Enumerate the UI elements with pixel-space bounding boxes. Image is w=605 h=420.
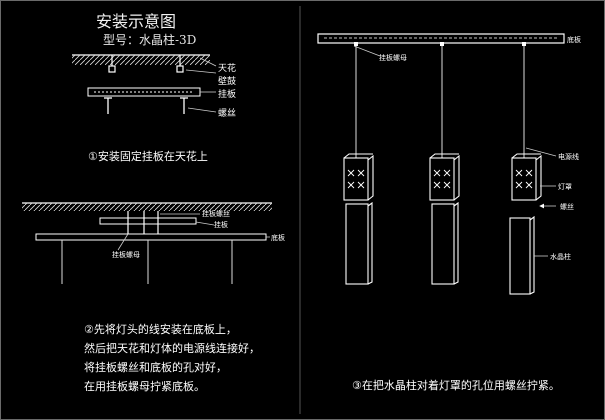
step2-pendant-cords xyxy=(61,240,233,284)
step2-caption-line: ②先将灯头的线安装在底板上， xyxy=(84,323,237,336)
step1-mount-plate xyxy=(87,87,201,97)
step2-ceiling xyxy=(22,202,272,211)
step3-caption: ③在把水晶柱对着灯罩的孔位用螺丝拧紧。 xyxy=(352,379,560,392)
step1-screws xyxy=(104,97,188,114)
step2-mount-plate xyxy=(99,217,197,225)
step1-caption: ①安装固定挂板在天花上 xyxy=(88,150,208,163)
step2-plate-screws xyxy=(127,211,159,234)
model-subtitle: 型号：水晶柱-3D xyxy=(103,33,197,47)
label-wall-anchor: 壁鼓 xyxy=(218,77,237,87)
step2-caption-line: 将挂板螺丝和底板的孔对好， xyxy=(84,361,227,374)
crystal-pillar xyxy=(509,215,535,295)
label-base-plate-2: 底板 xyxy=(271,234,285,242)
lamp-3-shade xyxy=(511,153,542,201)
step1-leaders xyxy=(185,57,217,113)
step2-leaders xyxy=(117,213,270,251)
diagram-title: 安装示意图 xyxy=(96,12,177,31)
label-plate-nut-2: 挂板螺母 xyxy=(112,251,140,259)
label-shade: 灯罩 xyxy=(558,183,572,191)
label-power-cord: 电源线 xyxy=(558,153,579,161)
label-screw-1: 螺丝 xyxy=(218,109,237,119)
label-plate-screw: 挂板螺丝 xyxy=(202,210,230,218)
label-mount-plate-1: 挂板 xyxy=(218,90,237,100)
label-screw-3: 螺丝 xyxy=(560,203,574,211)
lamp-1 xyxy=(343,153,374,285)
step2-caption-line: 在用挂板螺母拧紧底板。 xyxy=(84,380,205,393)
step1-wall-anchors xyxy=(108,55,184,73)
step2-caption-line: 然后把天花和灯体的电源线连接好， xyxy=(84,342,260,355)
step3-base-plate xyxy=(317,33,565,44)
step2-base-plate xyxy=(35,233,267,241)
lamp-2 xyxy=(429,153,460,285)
step1-ceiling xyxy=(72,54,210,65)
label-mount-plate-2: 挂板 xyxy=(214,221,228,229)
label-ceiling: 天花 xyxy=(218,64,237,74)
step2-caption: ②先将灯头的线安装在底板上， 然后把天花和灯体的电源线连接好， 将挂板螺丝和底板… xyxy=(84,320,260,396)
label-plate-nut-3: 挂板螺母 xyxy=(379,54,407,62)
label-base-plate-3: 底板 xyxy=(567,36,581,44)
step3-leaders xyxy=(353,45,557,257)
label-crystal-pillar: 水晶柱 xyxy=(550,253,571,261)
step3-plate-nuts xyxy=(354,42,526,46)
step3-pendant-cords xyxy=(355,46,525,158)
